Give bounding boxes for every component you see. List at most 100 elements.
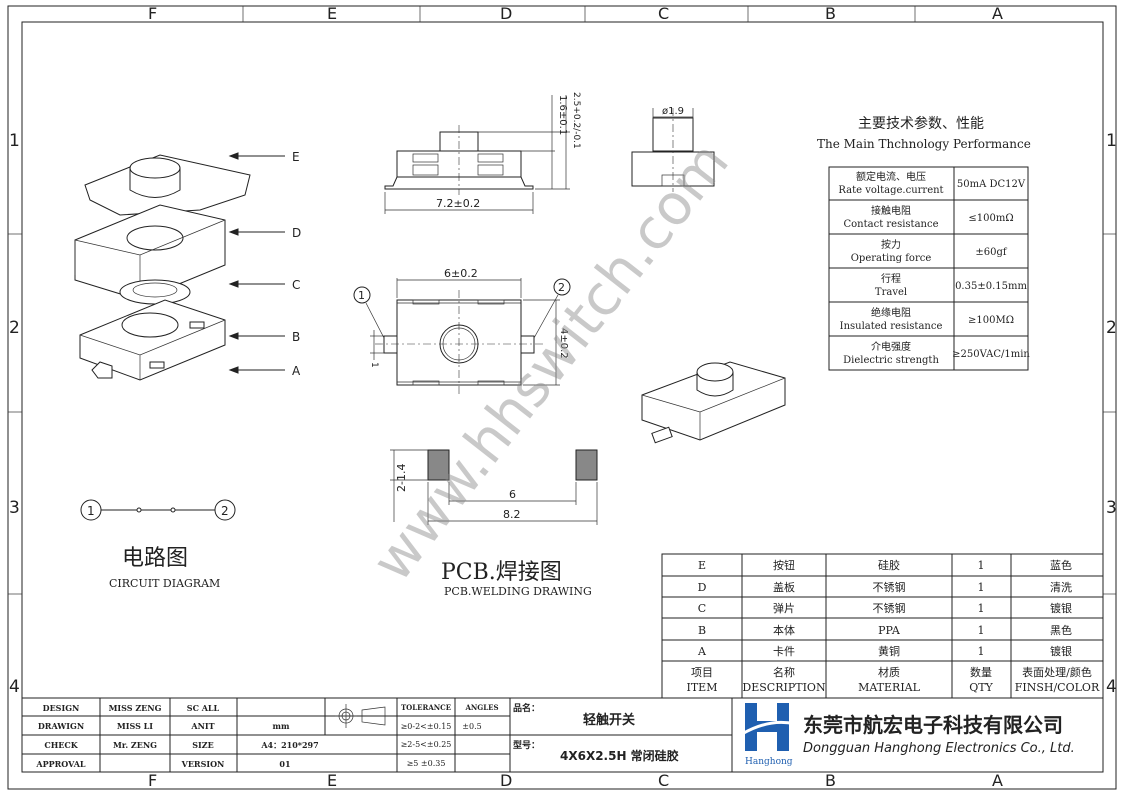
- zone-label: C: [658, 771, 669, 790]
- bom-cell: 清洗: [1050, 581, 1072, 594]
- zone-label: 1: [1106, 131, 1117, 151]
- bom-cell: 弹片: [773, 601, 795, 615]
- part-d-cover: [74, 204, 226, 301]
- spec-label-en: Insulated resistance: [840, 321, 943, 332]
- spec-value: ≤100mΩ: [968, 213, 1013, 224]
- check-value: Mr. ZENG: [113, 740, 157, 750]
- spec-label-en: Dielectric strength: [843, 355, 939, 366]
- circuit-subtitle: CIRCUIT DIAGRAM: [109, 577, 220, 590]
- bom-table: E 按钮 硅胶 1 蓝色 D 盖板 不锈钢 1 清洗 C 弹片 不锈钢 1 镀银…: [661, 553, 1104, 699]
- dim-pcb-inner: 6: [509, 488, 516, 501]
- company-name-en: Dongguan Hanghong Electronics Co., Ltd.: [803, 741, 1075, 756]
- zone-label: 4: [9, 677, 20, 697]
- spec-label-cn: 介电强度: [871, 340, 911, 353]
- zone-label: E: [327, 4, 337, 23]
- spec-label-en: Travel: [875, 287, 907, 298]
- bom-cell: 蓝色: [1050, 558, 1072, 572]
- spec-value: 0.35±0.15mm: [955, 281, 1027, 292]
- zone-label: C: [658, 4, 669, 23]
- spec-subtitle: The Main Thchnology Performance: [817, 137, 1031, 151]
- bom-cell: 1: [978, 645, 985, 658]
- part-label-e: E: [292, 150, 300, 164]
- bom-cell: 1: [978, 602, 985, 615]
- tolerance-label: TOLERANCE: [401, 703, 451, 712]
- spec-value: ≥250VAC/1min: [952, 349, 1030, 360]
- bom-cell: 黄铜: [878, 644, 900, 658]
- spec-label-cn: 行程: [881, 272, 901, 285]
- dim-pcb-outer: 8.2: [503, 508, 521, 521]
- bom-header: MATERIAL: [858, 681, 921, 694]
- part-label-d: D: [292, 226, 301, 240]
- bom-cell: 黑色: [1050, 623, 1072, 637]
- spec-label-cn: 接触电阻: [871, 204, 911, 217]
- bom-cell: D: [698, 581, 707, 594]
- scale-label: SC ALL: [187, 703, 220, 713]
- zone-label: B: [825, 771, 836, 790]
- bom-cell: 1: [978, 624, 985, 637]
- angles-label: ANGLES: [464, 703, 498, 712]
- bom-cell: PPA: [878, 624, 901, 637]
- bom-header: 项目: [691, 666, 713, 679]
- dim-body-height: 1.6±0.1: [557, 95, 568, 135]
- pcb-title: PCB.焊接图: [441, 560, 562, 585]
- product-name-value: 轻触开关: [583, 712, 635, 728]
- spec-label-en: Contact resistance: [844, 219, 939, 230]
- zone-label: 4: [1106, 677, 1117, 697]
- spec-title: 主要技术参数、性能: [858, 115, 984, 132]
- dim-total-height: 2.5+0.2/-0.1: [571, 92, 581, 149]
- zone-label: 3: [9, 498, 20, 518]
- model-value: 4X6X2.5H 常闭硅胶: [560, 748, 679, 763]
- part-label-c: C: [292, 278, 300, 292]
- isometric-view: [641, 361, 786, 444]
- zone-label: A: [992, 4, 1003, 23]
- dim-length: 7.2±0.2: [436, 197, 480, 210]
- zone-label: A: [992, 771, 1003, 790]
- zone-label: B: [825, 4, 836, 23]
- part-c-dome: [119, 279, 191, 305]
- bom-cell: B: [698, 624, 706, 637]
- zone-label: 2: [9, 318, 20, 338]
- zone-label: 2: [1106, 318, 1117, 338]
- bom-cell: 1: [978, 581, 985, 594]
- bom-cell: 不锈钢: [873, 581, 906, 594]
- pcb-welding-drawing: 2-1.4 6 8.2 PCB.焊接图 PCB.WELDING DRAWING: [390, 449, 598, 598]
- part-label-a: A: [292, 364, 301, 378]
- spec-value: 50mA DC12V: [957, 179, 1026, 190]
- circuit-pin-2: 2: [221, 504, 229, 518]
- spec-label-en: Rate voltage.current: [838, 185, 943, 196]
- unit-value: mm: [273, 721, 290, 731]
- bom-header: 表面处理/颜色: [1022, 665, 1092, 679]
- tolerance-row: ≥5 ±0.35: [407, 759, 446, 768]
- dim-width: 6±0.2: [444, 267, 478, 280]
- circuit-title: 电路图: [122, 546, 188, 571]
- exploded-view: E D C B A: [74, 150, 301, 381]
- size-value: A4：210*297: [260, 740, 318, 750]
- part-e-button-cap: [84, 154, 251, 216]
- front-view: 7.2±0.2 1.6±0.1 2.5+0.2/-0.1: [384, 92, 581, 214]
- spec-value: ±60gf: [975, 247, 1008, 258]
- bom-header: 材质: [878, 665, 900, 679]
- dim-button-diameter: ø1.9: [662, 106, 684, 117]
- bom-header: 名称: [773, 665, 795, 679]
- circuit-diagram: 1 2 电路图 CIRCUIT DIAGRAM: [80, 499, 236, 590]
- spec-value: ≥100MΩ: [968, 315, 1014, 326]
- angle-row: ±0.5: [462, 722, 481, 731]
- bom-header: FINSH/COLOR: [1015, 681, 1100, 694]
- bom-header: ITEM: [687, 681, 718, 694]
- part-a-terminal: [91, 361, 113, 379]
- bom-cell: 硅胶: [878, 558, 900, 572]
- zone-label: F: [148, 771, 157, 790]
- part-b-base: [79, 299, 226, 381]
- drawing-value: MISS LI: [117, 721, 153, 731]
- bom-cell: 盖板: [773, 580, 795, 594]
- zone-markers-top: F E D C B A F E D C B A: [148, 4, 1003, 790]
- approval-label: APPROVAL: [35, 759, 86, 769]
- pcb-subtitle: PCB.WELDING DRAWING: [444, 585, 592, 598]
- dim-pcb-pad: 2-1.4: [395, 464, 408, 492]
- product-name-label: 品名：: [513, 702, 540, 714]
- tolerance-row: ≥2-5<±0.25: [401, 740, 452, 749]
- spec-label-cn: 绝缘电阻: [871, 306, 911, 319]
- bom-cell: 卡件: [773, 645, 795, 658]
- bom-cell: A: [697, 645, 707, 658]
